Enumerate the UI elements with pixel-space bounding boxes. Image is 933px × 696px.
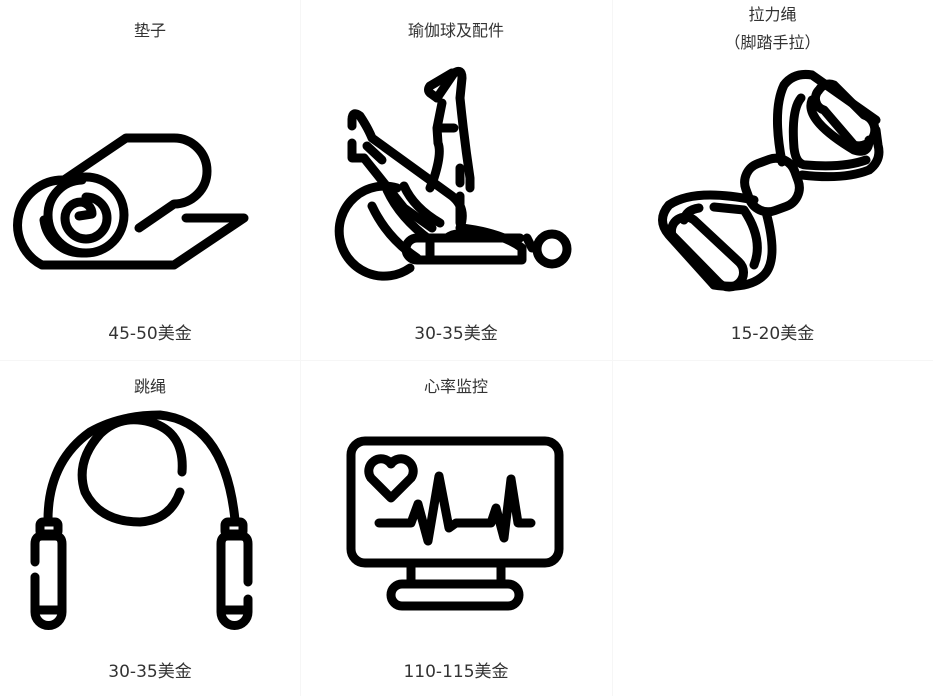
product-card-mat: 垫子 45-50美金 [0,0,300,360]
product-title: 垫子 [133,21,166,40]
product-title: 拉力绳 [748,5,797,24]
product-title: 心率监控 [423,377,488,396]
resistance-band-icon [654,70,894,300]
product-card-yoga-ball: 瑜伽球及配件 [300,0,612,360]
yoga-ball-icon [334,66,572,281]
product-title: 瑜伽球及配件 [407,21,504,40]
product-card-jump-rope: 跳绳 30-35美金 [0,360,300,696]
product-price: 45-50美金 [108,324,192,344]
product-price: 110-115美金 [403,662,509,682]
row-divider [0,360,933,361]
empty-cell [612,360,933,696]
heart-rate-monitor-icon [346,436,566,616]
product-card-resistance-band: 拉力绳 （脚踏手拉） 15-2 [612,0,933,360]
product-price: 30-35美金 [414,324,498,344]
column-divider [300,0,301,696]
product-price: 30-35美金 [108,662,192,682]
product-title: 跳绳 [133,377,166,396]
yoga-mat-icon [13,130,254,280]
product-card-heart-rate-monitor: 心率监控 110-115美金 [300,360,612,696]
product-price: 15-20美金 [730,324,815,344]
column-divider [612,0,613,696]
jump-rope-icon [30,410,260,637]
product-subtitle: （脚踏手拉） [724,33,821,52]
